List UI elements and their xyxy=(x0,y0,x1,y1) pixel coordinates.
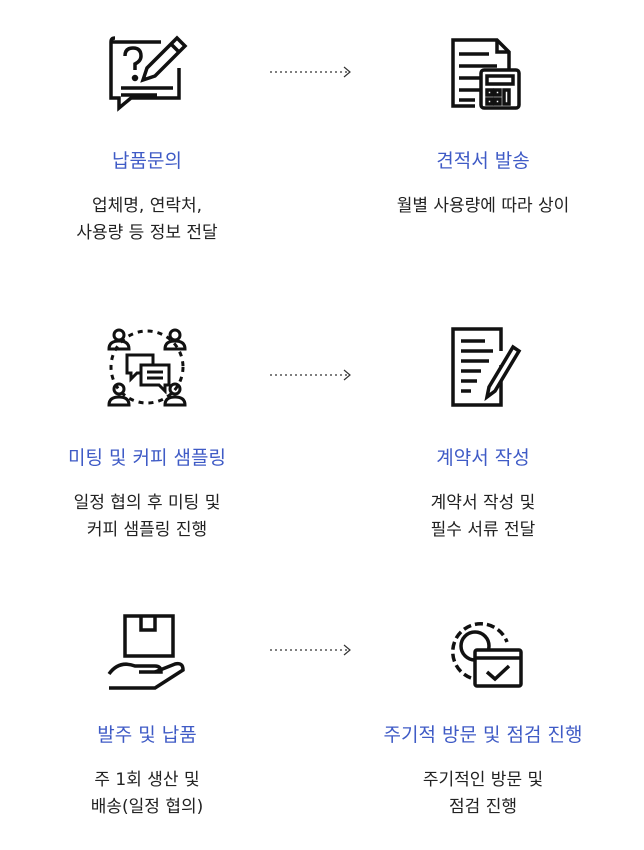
step-title: 납품문의 xyxy=(112,150,182,172)
step-estimate: 견적서 발송 월별 사용량에 따라 상이 xyxy=(333,28,633,248)
inquiry-icon xyxy=(109,35,188,112)
estimate-calculator-icon xyxy=(451,38,521,110)
meeting-icon xyxy=(107,328,187,407)
maintenance-gear-icon xyxy=(451,622,523,688)
step-title: 주기적 방문 및 점검 진행 xyxy=(383,724,583,746)
step-inquiry: 납품문의 업체명, 연락처,사용량 등 정보 전달 xyxy=(0,28,297,248)
delivery-box-icon xyxy=(107,614,185,690)
step-title: 미팅 및 커피 샘플링 xyxy=(68,447,226,469)
step-description: 월별 사용량에 따라 상이 xyxy=(396,196,570,216)
step-title: 계약서 작성 xyxy=(436,447,530,469)
step-description: 업체명, 연락처,사용량 등 정보 전달 xyxy=(76,196,218,243)
contract-icon xyxy=(451,327,522,407)
step-title: 발주 및 납품 xyxy=(97,724,197,746)
step-title: 견적서 발송 xyxy=(436,150,530,172)
